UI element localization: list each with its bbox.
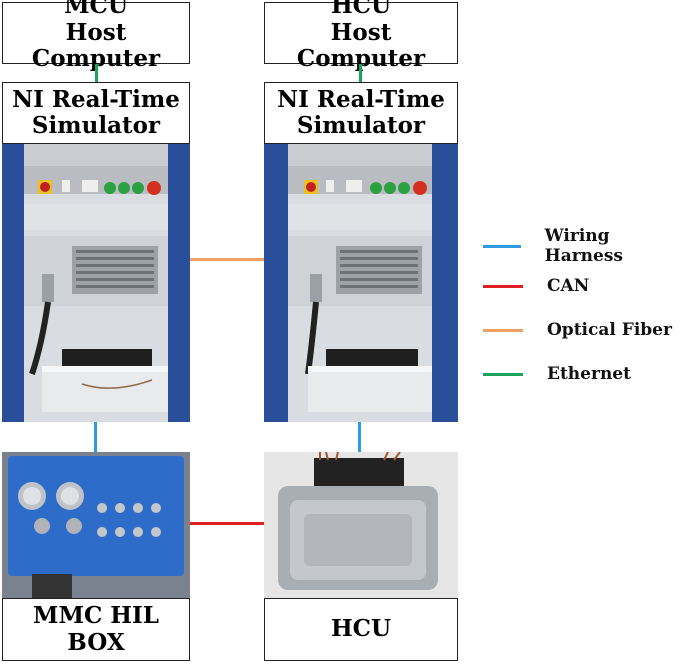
mcu-host-line2: Host Computer <box>31 18 161 73</box>
mcu-rack-photo <box>2 144 190 422</box>
wiring-harness-left <box>94 422 97 452</box>
hcu-host-line1: HCU <box>330 0 392 20</box>
legend-ethernet-swatch <box>483 372 523 376</box>
mmc-hil-box-photo <box>2 452 190 598</box>
mcu-host-line1: MCU <box>64 0 128 20</box>
legend-optical-fiber: Optical Fiber <box>483 320 672 340</box>
legend-optical-fiber-label: Optical Fiber <box>547 320 672 340</box>
ethernet-link-right <box>359 64 362 82</box>
ethernet-link-left <box>95 64 98 82</box>
ni-right-line1: NI Real-Time <box>277 85 445 113</box>
mmc-hil-box-label: MMC HIL BOX <box>2 598 190 661</box>
mmc-hil-box-text: MMC HIL BOX <box>33 602 159 656</box>
legend-ethernet: Ethernet <box>483 364 631 384</box>
ni-right-line2: Simulator <box>296 112 426 139</box>
legend-ethernet-label: Ethernet <box>547 364 631 384</box>
hcu-host-computer-box: HCU Host Computer <box>264 0 458 72</box>
ni-left-line1: NI Real-Time <box>12 85 180 113</box>
legend-can-swatch <box>483 284 523 288</box>
hcu-label-box: HCU <box>264 598 458 661</box>
legend-wiring-harness: Wiring Harness <box>483 226 685 266</box>
hcu-rack-photo <box>264 144 458 422</box>
hcu-text: HCU <box>330 615 392 643</box>
ni-left-line2: Simulator <box>31 112 161 139</box>
ni-simulator-left-box: NI Real-Time Simulator <box>2 82 190 144</box>
legend-can: CAN <box>483 276 589 296</box>
optical-fiber-link <box>190 258 264 261</box>
legend-optical-fiber-swatch <box>483 328 523 332</box>
legend-can-label: CAN <box>547 276 590 296</box>
legend-wiring-harness-swatch <box>483 244 521 248</box>
ni-simulator-right-box: NI Real-Time Simulator <box>264 82 458 144</box>
mcu-host-computer-box: MCU Host Computer <box>2 0 190 72</box>
legend-wiring-harness-label: Wiring Harness <box>544 226 623 266</box>
hcu-photo <box>264 452 458 598</box>
wiring-harness-right <box>358 422 361 452</box>
can-link <box>190 522 264 525</box>
